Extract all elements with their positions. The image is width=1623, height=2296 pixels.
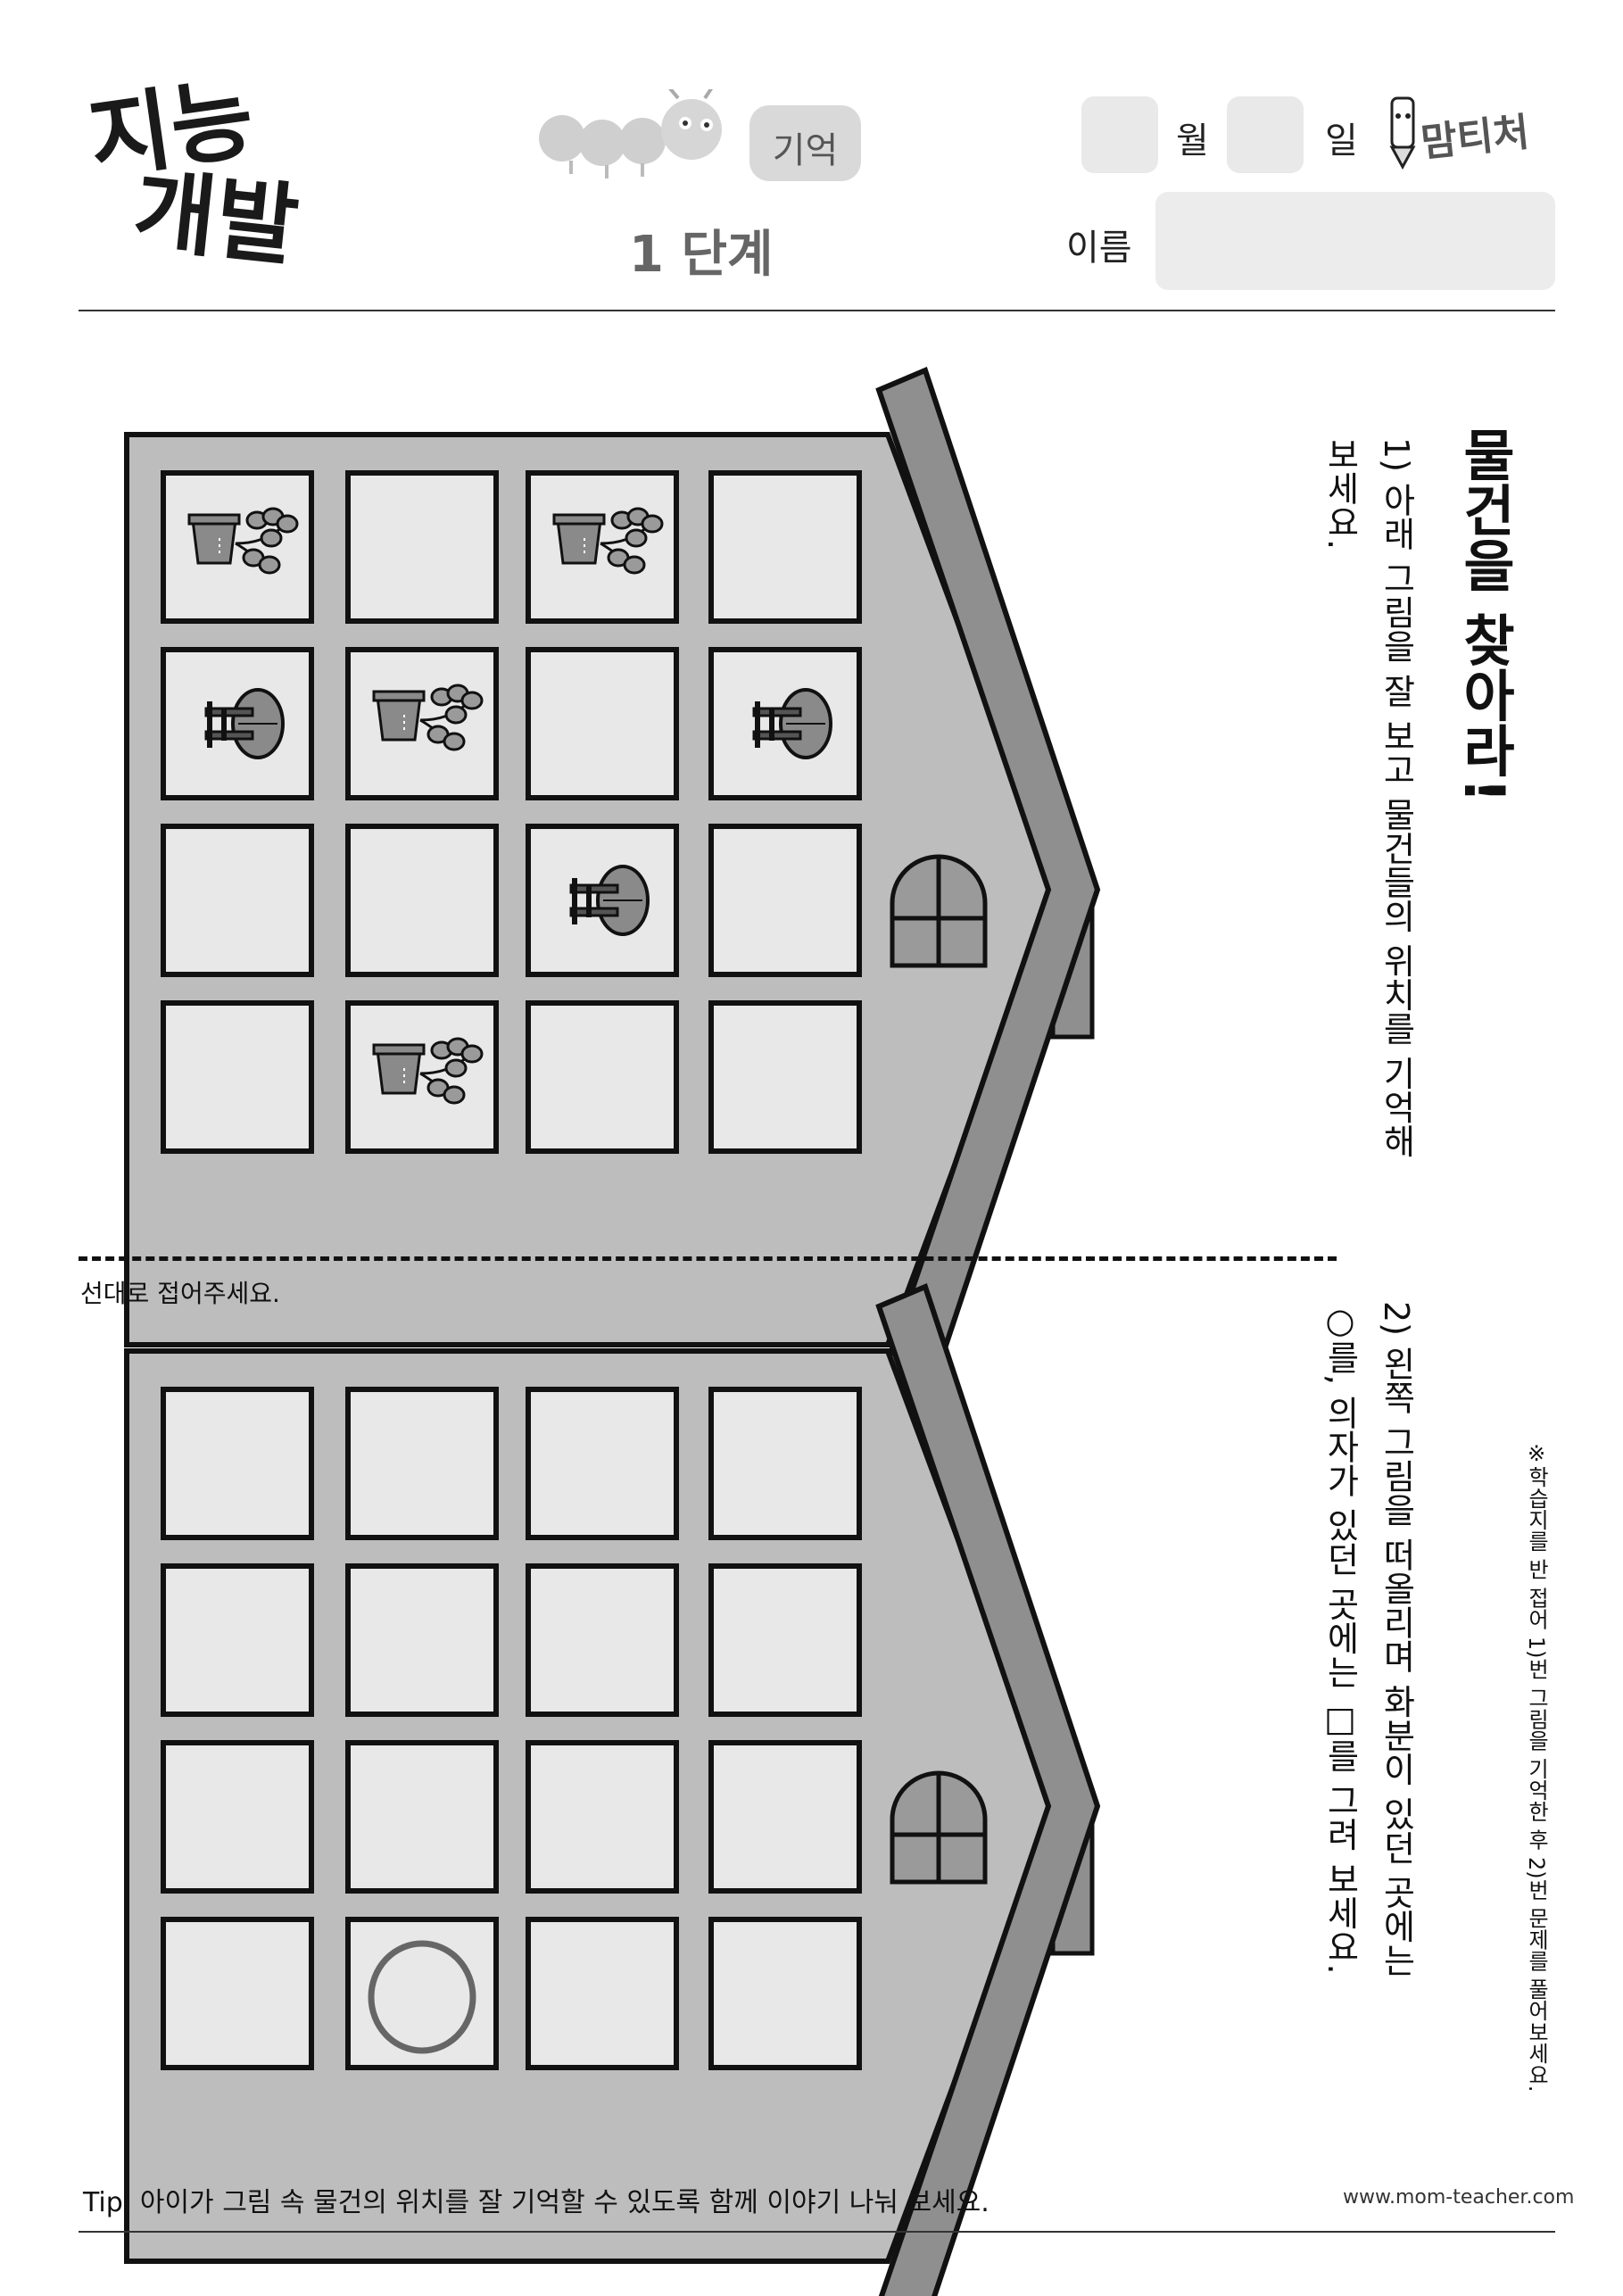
question-1-line-2: 보세요. — [1321, 437, 1360, 551]
plant-icon — [372, 1037, 484, 1105]
window-r4-c2 — [345, 1000, 499, 1154]
window-r2-c2 — [345, 1563, 499, 1717]
window-r3-c3 — [526, 824, 679, 977]
window-r4-c4 — [708, 1917, 862, 2070]
window-r1-c2 — [345, 1387, 499, 1540]
window-r3-c1 — [161, 824, 314, 977]
plant-icon — [552, 507, 664, 575]
window-r1-c3 — [526, 470, 679, 624]
window-r3-c1 — [161, 1740, 314, 1894]
level-label: 1 단계 — [629, 226, 774, 284]
window-r4-c3 — [526, 1000, 679, 1154]
window-r1-c3 — [526, 1387, 679, 1540]
question-1-line-1: 1) 아래 그림을 잘 보고 물건들의 위치를 기억해 — [1377, 437, 1416, 1158]
window-r2-c1 — [161, 647, 314, 800]
day-label: 일 — [1325, 120, 1358, 162]
chair-icon — [204, 688, 285, 759]
window-r2-c3 — [526, 647, 679, 800]
category-badge: 기억 — [749, 105, 861, 181]
window-r1-c4 — [708, 470, 862, 624]
fold-label: 선대로 접어주세요. — [80, 1279, 280, 1308]
chair-icon — [752, 688, 832, 759]
window-r3-c2 — [345, 824, 499, 977]
window-r4-c3 — [526, 1917, 679, 2070]
window-r2-c1 — [161, 1563, 314, 1717]
month-input[interactable] — [1081, 96, 1158, 173]
chair-icon — [569, 865, 650, 936]
top-house — [124, 366, 1101, 1412]
month-label: 월 — [1176, 120, 1209, 162]
window-r1-c4 — [708, 1387, 862, 1540]
footer-website: www.mom-teacher.com — [1343, 2186, 1575, 2209]
name-label: 이름 — [1066, 228, 1132, 269]
question-2-line-1: 2) 왼쪽 그림을 떠올리며 화분이 있던 곳에는 — [1377, 1301, 1416, 1977]
window-r4-c1 — [161, 1917, 314, 2070]
name-input[interactable] — [1155, 192, 1555, 290]
worksheet-title: 물건을 찾아라! — [1452, 427, 1517, 803]
window-r2-c3 — [526, 1563, 679, 1717]
category-badge-label: 기억 — [772, 130, 839, 171]
fold-line — [79, 1256, 1337, 1261]
bottom-house — [124, 1282, 1101, 2296]
plant-icon — [372, 684, 484, 751]
window-r1-c2 — [345, 470, 499, 624]
window-r4-c4 — [708, 1000, 862, 1154]
header-divider — [79, 310, 1555, 311]
window-r3-c2 — [345, 1740, 499, 1894]
window-r2-c4 — [708, 1563, 862, 1717]
window-r1-c1 — [161, 1387, 314, 1540]
footer-tip: Tip. 아이가 그림 속 물건의 위치를 잘 기억할 수 있도록 함께 이야기… — [83, 2187, 990, 2218]
roof — [875, 1282, 1101, 2296]
caterpillar-icon — [535, 89, 749, 187]
window-r3-c4 — [708, 824, 862, 977]
side-note: ※학습지를 반 접어 1)번 그림을 기억한 후 2)번 문제를 풀어보세요. — [1524, 1441, 1549, 2093]
day-input[interactable] — [1227, 96, 1304, 173]
window-r3-c4 — [708, 1740, 862, 1894]
circle-mark — [368, 1940, 476, 2054]
window-r1-c1 — [161, 470, 314, 624]
window-r4-c1 — [161, 1000, 314, 1154]
window-r2-c2 — [345, 647, 499, 800]
pencil-mascot-icon — [1385, 94, 1420, 170]
footer-divider — [79, 2231, 1555, 2233]
plant-icon — [187, 507, 299, 575]
window-r3-c3 — [526, 1740, 679, 1894]
question-2-line-2: ○를, 의자가 있던 곳에는 □를 그려 보세요. — [1321, 1301, 1360, 1975]
